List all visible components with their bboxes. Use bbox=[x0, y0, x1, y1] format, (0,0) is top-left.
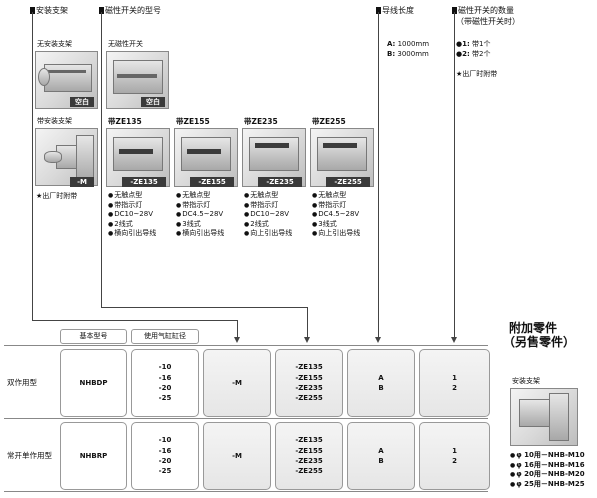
cylinder-photo-with-bracket bbox=[35, 128, 98, 186]
cell-bracket: -M bbox=[203, 349, 271, 417]
switch-none-label: 无磁性开关 bbox=[108, 40, 143, 48]
header-bracket: 安装支架 bbox=[30, 6, 68, 16]
bracket-note: ★出厂时附带 bbox=[36, 192, 78, 200]
header-switch-qty: 磁性开关的数量 bbox=[452, 6, 514, 16]
table-divider bbox=[4, 345, 488, 346]
cell-switch: -ZE135-ZE155-ZE235-ZE255 bbox=[275, 349, 343, 417]
lead-b: B: 3000mm bbox=[387, 50, 429, 58]
qty-two: ●2: 带2个 bbox=[456, 50, 491, 58]
accessory-list: φ 10用－NHB-M10φ 16用－NHB-M16φ 20用－NHB-M20φ… bbox=[510, 451, 584, 489]
arrow-down-icon bbox=[375, 337, 381, 343]
header-switch-model: 磁性开关的型号 bbox=[99, 6, 161, 16]
features-ze255: 无触点型带指示灯DC4.5~28V3线式向上引出导线 bbox=[312, 191, 360, 239]
col-header-basic-model: 基本型号 bbox=[60, 329, 127, 344]
table-divider bbox=[4, 418, 488, 419]
cell-bracket: -M bbox=[203, 422, 271, 490]
connector-line bbox=[32, 12, 33, 320]
lead-a: A: 1000mm bbox=[387, 40, 430, 48]
switch-ze235-label: 带ZE235 bbox=[244, 117, 278, 126]
features-ze155: 无触点型带指示灯DC4.5~28V3线式横向引出导线 bbox=[176, 191, 224, 239]
cell-switch: -ZE135-ZE155-ZE235-ZE255 bbox=[275, 422, 343, 490]
connector-line bbox=[454, 12, 455, 337]
header-switch-qty-sub: （带磁性开关时） bbox=[456, 17, 520, 26]
cell-bore: -10-16-20-25 bbox=[131, 349, 199, 417]
accessory-title: 附加零件 bbox=[509, 321, 558, 335]
bracket-none-label: 无安装支架 bbox=[37, 40, 72, 48]
header-lead-length: 导线长度 bbox=[376, 6, 414, 16]
features-ze235: 无触点型带指示灯DC10~28V2线式向上引出导线 bbox=[244, 191, 292, 239]
cell-model-nhbdp: NHBDP bbox=[60, 349, 127, 417]
row-type-single: 常开单作用型 bbox=[7, 451, 52, 460]
qty-note: ★出厂时附带 bbox=[456, 70, 498, 78]
code-ze255: -ZE255 bbox=[326, 177, 370, 187]
table-divider bbox=[4, 491, 488, 492]
cell-bore: -10-16-20-25 bbox=[131, 422, 199, 490]
row-type-double: 双作用型 bbox=[7, 378, 37, 387]
accessory-subtitle: （另售零件） bbox=[503, 335, 576, 349]
code-ze135: -ZE135 bbox=[122, 177, 166, 187]
arrow-down-icon bbox=[234, 337, 240, 343]
code-no-switch: 空白 bbox=[141, 97, 165, 107]
switch-ze135-label: 带ZE135 bbox=[108, 117, 142, 126]
connector-line bbox=[32, 320, 238, 321]
arrow-down-icon bbox=[304, 337, 310, 343]
code-ze155: -ZE155 bbox=[190, 177, 234, 187]
switch-ze255-label: 带ZE255 bbox=[312, 117, 346, 126]
connector-line bbox=[378, 12, 379, 337]
connector-line bbox=[101, 307, 308, 308]
col-header-bore: 使用气缸缸径 bbox=[131, 329, 199, 344]
cell-model-nhbrp: NHBRP bbox=[60, 422, 127, 490]
bracket-with-label: 带安装支架 bbox=[37, 117, 72, 125]
connector-line bbox=[101, 12, 102, 307]
features-ze135: 无触点型带指示灯DC10~28V2线式横向引出导线 bbox=[108, 191, 156, 239]
accessory-bracket-label: 安装支架 bbox=[512, 377, 540, 385]
switch-ze155-label: 带ZE155 bbox=[176, 117, 210, 126]
code-none-bracket: 空白 bbox=[70, 97, 94, 107]
connector-line bbox=[307, 307, 308, 337]
code-with-bracket: -M bbox=[70, 177, 94, 187]
arrow-down-icon bbox=[451, 337, 457, 343]
code-ze235: -ZE235 bbox=[258, 177, 302, 187]
accessory-bracket-photo bbox=[510, 388, 578, 446]
qty-one: ●1: 带1个 bbox=[456, 40, 491, 48]
cylinder-photo-no-bracket bbox=[35, 51, 98, 109]
connector-line bbox=[237, 320, 238, 337]
